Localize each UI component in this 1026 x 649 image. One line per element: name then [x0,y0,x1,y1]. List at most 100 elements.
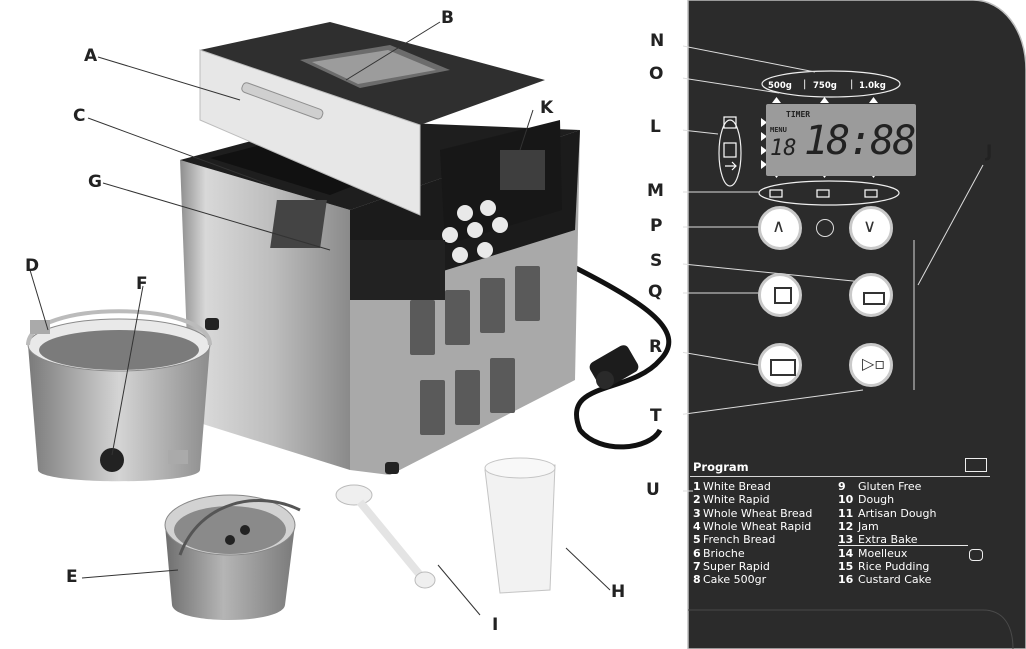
loaf-weight-icon [774,287,792,304]
callout-f: F [136,274,148,294]
program-number: 3 [693,506,701,520]
machine-control-panel [350,120,562,300]
program-item: 15 Rice Pudding [838,560,929,573]
callout-h: H [611,582,626,602]
program-number: 12 [838,519,854,533]
down-button[interactable]: ∨ [849,206,893,250]
leader-lines [29,21,611,616]
crust-color-icon [863,292,885,305]
program-name: Custard Cake [858,573,932,587]
start-stop-icon: ▷▫ [862,354,886,373]
weight-divider: | [850,79,854,90]
menu-label: MENU [770,126,787,134]
program-number: 8 [693,573,701,587]
weight-500g: 500g [768,81,792,91]
program-number: 9 [838,480,846,493]
program-item: 14 Moelleux [838,547,907,560]
program-number: 16 [838,573,854,587]
up-button[interactable]: ∧ [758,206,802,250]
program-name: Rice Pudding [858,559,930,573]
program-name: Cake 500gr [703,573,767,587]
program-name: French Bread [703,533,776,547]
callout-e: E [66,567,78,587]
program-number: 7 [693,559,701,573]
callout-s: S [650,251,663,271]
plug [589,345,639,389]
program-divider [690,476,990,477]
program-name: Whole Wheat Rapid [703,519,812,533]
program-item: 13 Extra Bake [838,533,918,546]
bread-pan [26,309,212,482]
program-name: Artisan Dough [858,506,937,520]
chevron-up-icon: ∧ [772,216,786,237]
lid [199,22,545,216]
program-number: 15 [838,559,854,573]
power-cord [558,257,672,450]
loaf-weight-button[interactable] [758,273,802,317]
callout-d: D [25,256,40,276]
callout-q: Q [648,282,663,302]
crust-color-button[interactable] [849,273,893,317]
start-stop-button[interactable]: ▷▫ [849,343,893,387]
menu-digits: 18 [770,136,797,161]
menu-button[interactable] [758,343,802,387]
callout-l: L [650,117,661,137]
measuring-cup [484,457,556,594]
callout-n: N [650,31,665,51]
timer-label: TIMER [786,110,811,119]
program-name: Whole Wheat Bread [703,506,813,520]
callout-a: A [84,46,98,66]
program-name: Moelleux [858,546,908,560]
callout-p: P [650,216,663,236]
program-number: 5 [693,533,701,547]
callout-b: B [441,8,454,28]
callout-g: G [88,172,102,192]
program-number: 13 [838,533,854,547]
program-number: 2 [693,493,701,507]
callout-i: I [492,615,499,635]
measuring-spoon [335,484,436,589]
callout-k: K [540,98,554,118]
program-number: 10 [838,493,854,507]
callout-m: M [647,181,664,201]
callout-t: T [650,406,662,426]
program-name: Jam [858,519,879,533]
lcd-display: TIMER MENU 18 18:88 [766,104,916,176]
chevron-down-icon: ∨ [863,216,877,237]
program-name: Dough [858,493,895,507]
program-name: Brioche [703,546,745,560]
program-name: Extra Bake [858,533,918,547]
time-digits: 18:88 [804,118,916,164]
extra-bake-divider [838,545,968,546]
pot-icon [969,549,983,561]
bread-maker-illustration [26,21,672,620]
callout-u: U [646,480,660,500]
weight-divider: | [803,79,807,90]
clock-icon [816,219,834,237]
program-name: Gluten Free [858,480,922,493]
program-name: White Bread [703,480,771,493]
callout-j: J [986,142,993,162]
program-item: 9 Gluten Free [838,480,921,493]
program-item: 12 Jam [838,520,879,533]
round-pot [164,494,301,620]
weight-750g: 750g [813,81,837,91]
program-number: 14 [838,546,854,560]
callout-o: O [649,64,664,84]
program-name: Super Rapid [703,559,770,573]
program-item: 16 Custard Cake [838,573,931,586]
menu-book-icon [965,458,987,472]
program-name: White Rapid [703,493,770,507]
program-number: 6 [693,546,701,560]
callout-r: R [649,337,663,357]
